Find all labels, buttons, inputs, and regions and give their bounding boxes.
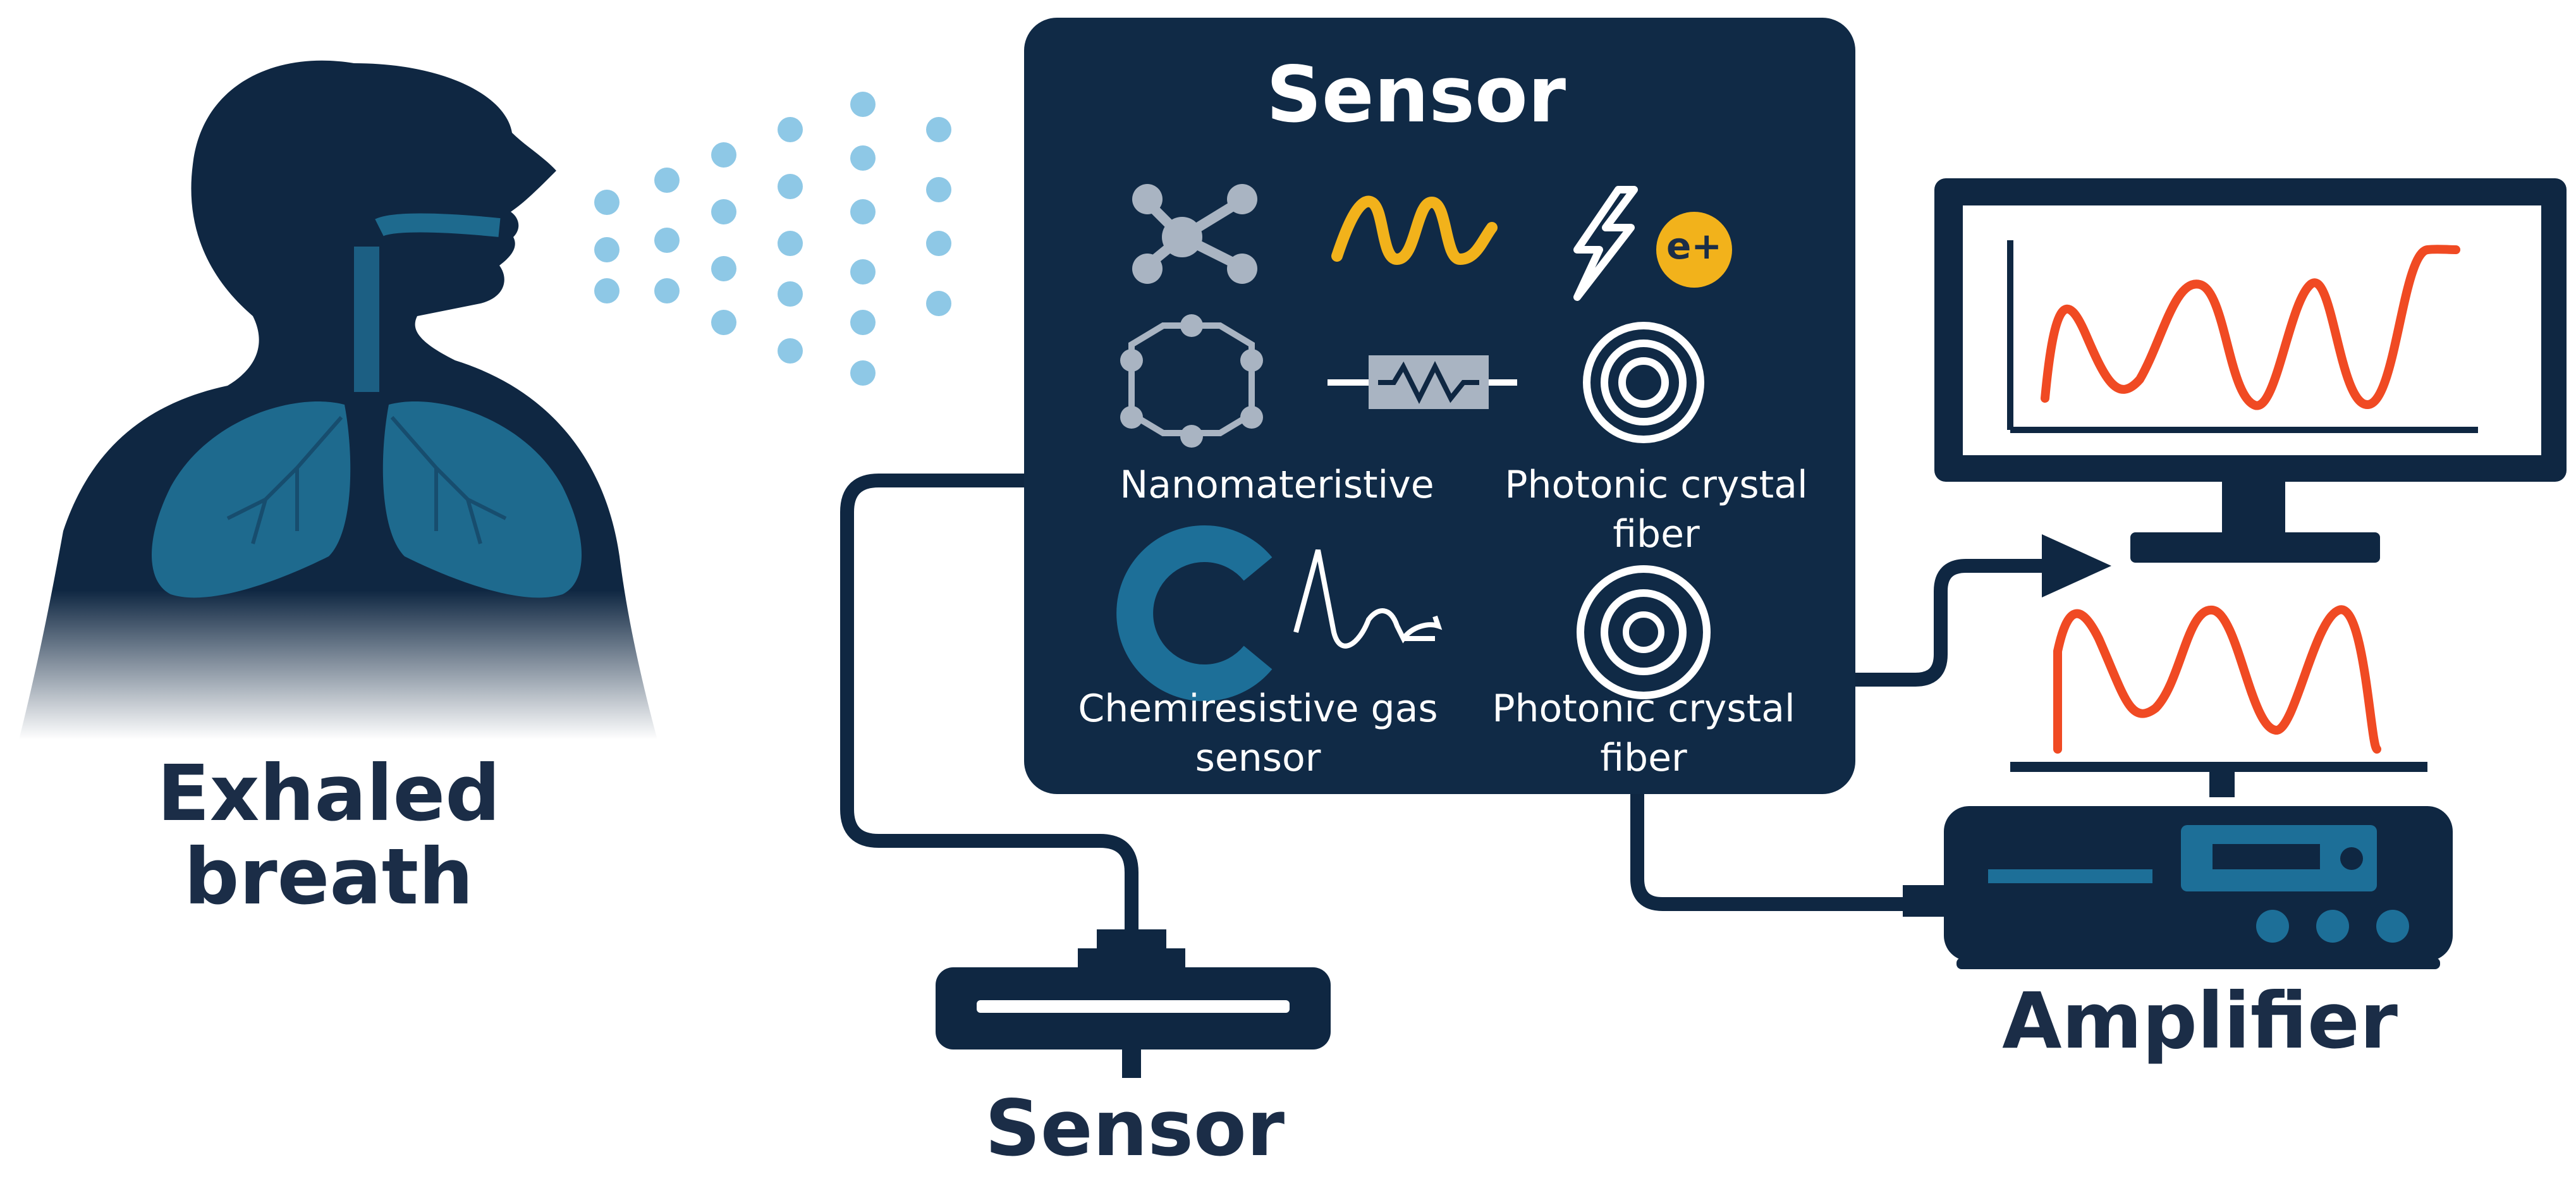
arrow-to-monitor [1852,534,2111,687]
lightning-bolt-icon [1573,186,1638,301]
amplifier-label: Amplifier [2002,976,2398,1066]
sensor-panel-title: Sensor [1266,50,1566,140]
electron-badge-label: e+ [1666,224,1722,267]
concentric-circles-icon-2 [1577,565,1711,699]
wave-icon [1331,195,1498,266]
breath-dots-icon [594,92,951,386]
electron-badge-icon [1656,212,1732,288]
cable-left [840,474,1138,943]
monitor-icon [1934,178,2567,563]
amplifier-signal-wave [2053,605,2381,754]
photonic-fiber-label-bottom: Photonic crystal fiber [1492,687,1795,780]
amplifier-device-icon [1903,605,2453,969]
hexagon-molecule-icon [1120,314,1263,448]
resistor-icon [1328,355,1517,409]
sensor-device-label: Sensor [984,1084,1285,1173]
cable-bottom-right [1630,777,1916,911]
concentric-circles-icon [1583,322,1704,443]
chemiresistive-label: Chemiresistive gas sensor [1078,687,1438,780]
photonic-fiber-label-top: Photonic crystal fiber [1505,463,1808,556]
nanomaterial-label: Nanomateristive [1120,463,1434,507]
person-silhouette-icon [19,60,657,740]
monitor-signal-wave [2041,245,2460,410]
chemical-c-icon [1116,525,1443,701]
exhaled-breath-label: Exhaled breath [157,749,501,922]
molecule-icon [1132,184,1257,284]
sensor-device-icon [936,929,1331,1078]
